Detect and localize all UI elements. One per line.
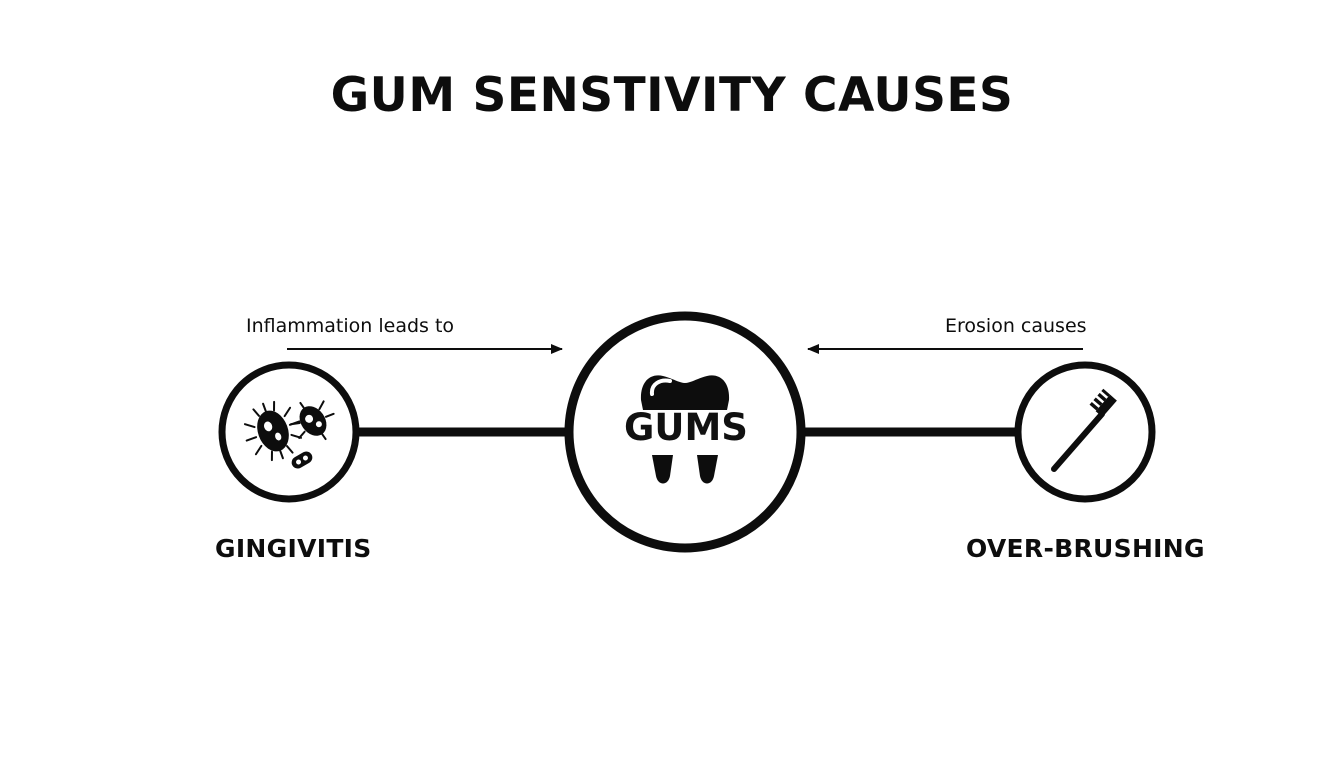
diagram-title: GUM SENSTIVITY CAUSES — [330, 68, 1014, 123]
gums-label: GUMS — [624, 406, 748, 449]
tooth-icon — [640, 375, 730, 484]
gums-node — [564, 311, 806, 553]
edge-label-inflammation: Inflammation leads to — [246, 315, 455, 337]
bacteria-icon — [243, 400, 335, 469]
edge-label-erosion: Erosion causes — [945, 315, 1087, 337]
toothbrush-icon — [1051, 388, 1117, 472]
gingivitis-node — [218, 361, 360, 503]
overbrushing-node — [1014, 361, 1156, 503]
overbrushing-label: OVER-BRUSHING — [966, 534, 1205, 563]
gingivitis-label: GINGIVITIS — [215, 534, 372, 563]
